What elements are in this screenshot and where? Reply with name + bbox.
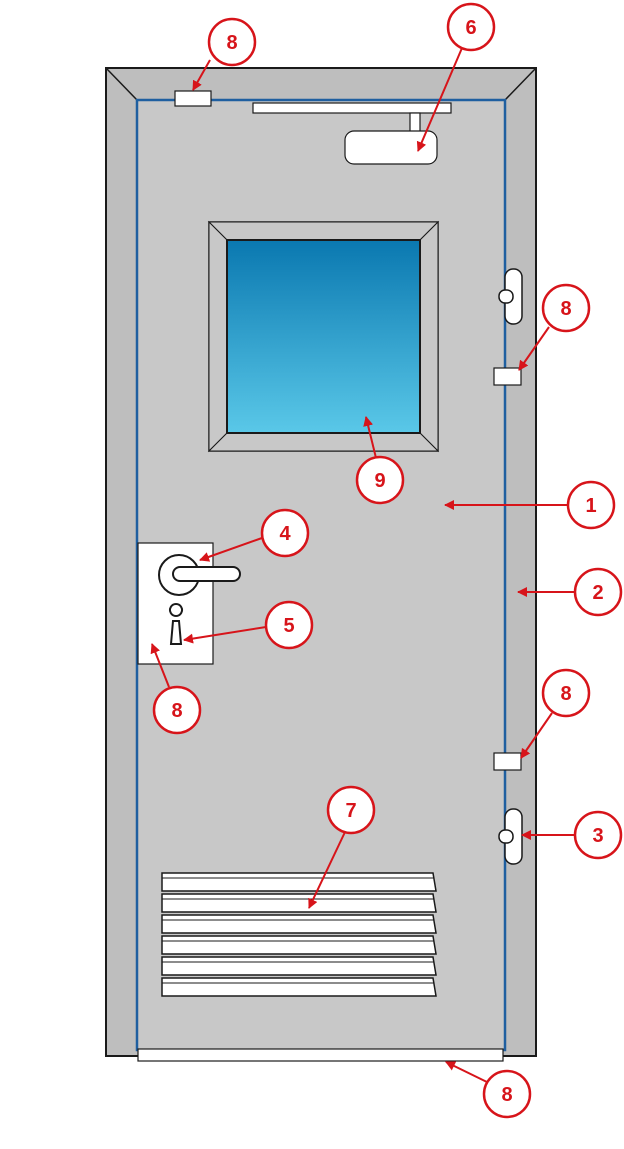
callout-circle xyxy=(207,17,257,67)
callout-seal-threshold: 8 xyxy=(445,1061,532,1119)
callout-arrow xyxy=(520,712,553,759)
callout-number: 8 xyxy=(226,32,237,54)
callout-ventilation-grille: 7 xyxy=(308,785,376,909)
callout-door-closer: 6 xyxy=(416,2,496,152)
seal-block-right-lower xyxy=(493,752,522,771)
callout-number: 8 xyxy=(560,298,571,320)
callout-number: 5 xyxy=(283,615,294,637)
callout-number: 9 xyxy=(374,470,385,492)
callout-arrow xyxy=(150,643,170,688)
callout-circle xyxy=(152,685,202,735)
callout-number: 1 xyxy=(585,495,596,517)
callout-number: 4 xyxy=(279,523,291,545)
callout-arrow xyxy=(199,537,263,562)
callout-number: 6 xyxy=(465,17,476,39)
callout-frame: 2 xyxy=(517,567,623,617)
callout-arrow xyxy=(445,1061,490,1084)
door-handle xyxy=(172,566,241,582)
callout-arrow xyxy=(308,831,346,909)
hinge-upper xyxy=(498,268,523,325)
lock-cylinder xyxy=(169,603,183,645)
callout-number: 7 xyxy=(345,800,356,822)
grille-slat xyxy=(161,893,437,913)
seal-block-right-upper xyxy=(493,367,522,386)
callout-arrow xyxy=(363,416,377,459)
callout-circle xyxy=(566,480,616,530)
vision-panel xyxy=(207,220,440,453)
lock-plate xyxy=(137,542,241,665)
callout-lock-cylinder: 5 xyxy=(183,600,314,650)
callout-arrow xyxy=(192,59,211,91)
callout-circle xyxy=(573,810,623,860)
seal-block-top xyxy=(174,90,212,107)
callout-seal-top: 8 xyxy=(192,17,257,91)
callout-seal-lock-plate: 8 xyxy=(150,643,202,735)
grille-slat xyxy=(161,872,437,892)
callouts: 8 6 8 9 1 4 2 5 8 8 7 3 8 xyxy=(150,2,623,1119)
callout-vision-panel: 9 xyxy=(355,416,405,505)
glass-pane xyxy=(226,239,421,434)
grille-slat xyxy=(161,956,437,976)
callout-number: 2 xyxy=(592,582,603,604)
grille-slat xyxy=(161,977,437,997)
callout-circle xyxy=(326,785,376,835)
callout-arrow xyxy=(416,47,463,152)
grille-slat xyxy=(161,935,437,955)
callout-seal-right-lower: 8 xyxy=(520,668,591,759)
callout-circle xyxy=(482,1069,532,1119)
callout-circle xyxy=(446,2,496,52)
callout-hinge: 3 xyxy=(521,810,623,860)
callout-handle: 4 xyxy=(199,508,310,562)
callout-number: 8 xyxy=(501,1084,512,1106)
callout-seal-right-upper: 8 xyxy=(518,283,591,371)
callout-circle xyxy=(573,567,623,617)
callout-arrow xyxy=(183,626,267,644)
callout-circle xyxy=(260,508,310,558)
callout-circle xyxy=(541,668,591,718)
callout-leaf: 1 xyxy=(444,480,616,530)
callout-number: 3 xyxy=(592,825,603,847)
callout-number: 8 xyxy=(560,683,571,705)
callout-arrow xyxy=(518,326,550,371)
ventilation-grille xyxy=(161,872,437,997)
threshold-seal xyxy=(137,1048,504,1062)
callout-circle xyxy=(264,600,314,650)
grille-slat xyxy=(161,914,437,934)
door-closer xyxy=(252,102,452,165)
callout-circle xyxy=(541,283,591,333)
callout-number: 8 xyxy=(171,700,182,722)
callout-circle xyxy=(355,455,405,505)
